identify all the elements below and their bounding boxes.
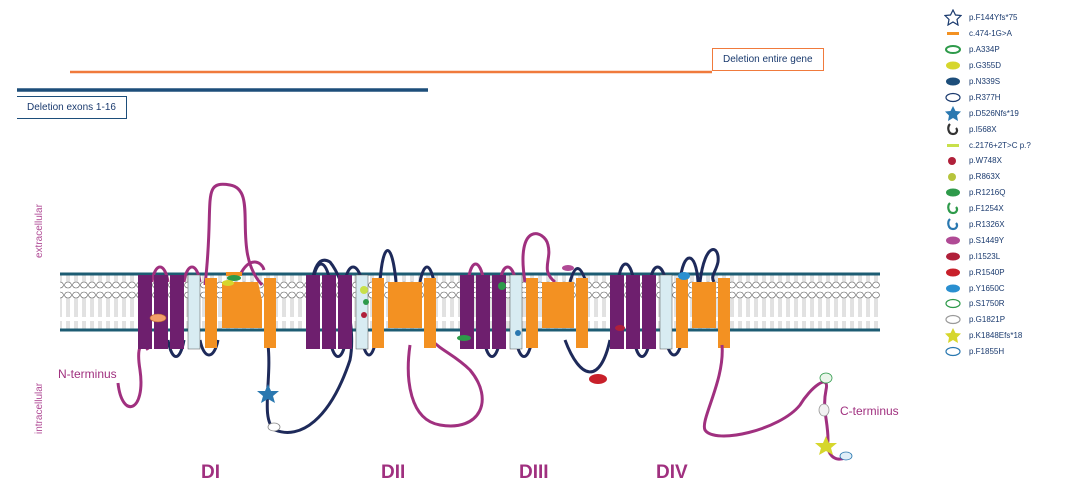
legend-item: p.G1821P <box>940 312 1080 328</box>
legend-item: p.D526Nfs*19 <box>940 105 1080 121</box>
legend-label: p.R1540P <box>969 268 1005 277</box>
legend-label: p.F1254X <box>969 204 1004 213</box>
legend-label: p.G355D <box>969 61 1001 70</box>
legend-label: p.F144Yfs*75 <box>969 13 1017 22</box>
legend-label: p.N339S <box>969 77 1000 86</box>
oval-marker-icon <box>940 249 966 264</box>
star-icon <box>940 106 966 121</box>
legend-label: p.I568X <box>969 125 997 134</box>
c-terminus-label: C-terminus <box>840 404 899 418</box>
star-icon <box>940 328 966 343</box>
oval-outline-icon <box>940 344 966 359</box>
legend-item: p.G355D <box>940 58 1080 74</box>
legend-label: p.R1216Q <box>969 188 1005 197</box>
legend-label: p.R1326X <box>969 220 1005 229</box>
legend-label: p.R377H <box>969 93 1001 102</box>
legend-item: p.N339S <box>940 74 1080 90</box>
legend-item: p.S1449Y <box>940 232 1080 248</box>
hook-marker-icon <box>940 201 966 216</box>
legend-label: p.Y1650C <box>969 284 1005 293</box>
oval-marker-icon <box>940 281 966 296</box>
legend-item: p.I568X <box>940 121 1080 137</box>
oval-marker-icon <box>940 185 966 200</box>
deletion-entire-gene-label: Deletion entire gene <box>712 48 824 71</box>
legend-item: p.R377H <box>940 89 1080 105</box>
n-terminus-label: N-terminus <box>58 367 117 381</box>
oval-marker-icon <box>940 74 966 89</box>
legend-item: p.F144Yfs*75 <box>940 10 1080 26</box>
domain-III-label: DIII <box>519 462 549 484</box>
legend-label: p.K1848Efs*18 <box>969 331 1022 340</box>
legend-label: p.A334P <box>969 45 1000 54</box>
domain-IV-label: DIV <box>656 462 688 484</box>
extracellular-label: extracellular <box>34 204 45 258</box>
oval-outline-icon <box>940 312 966 327</box>
legend-item: p.Y1650C <box>940 280 1080 296</box>
legend-item: p.R1216Q <box>940 185 1080 201</box>
oval-marker-icon <box>940 58 966 73</box>
legend-label: c.474-1G>A <box>969 29 1012 38</box>
legend-item: p.S1750R <box>940 296 1080 312</box>
legend-item: p.K1848Efs*18 <box>940 328 1080 344</box>
dot-marker-icon <box>940 169 966 184</box>
bar-marker-icon <box>940 26 966 41</box>
legend-label: c.2176+2T>C p.? <box>969 141 1031 150</box>
legend-item: p.A334P <box>940 42 1080 58</box>
mutation-legend: p.F144Yfs*75 c.474-1G>A p.A334P p.G355D p.N3… <box>940 10 1080 360</box>
legend-label: p.I1523L <box>969 252 1000 261</box>
legend-label: p.S1449Y <box>969 236 1004 245</box>
legend-label: p.W748X <box>969 156 1002 165</box>
legend-item: p.I1523L <box>940 248 1080 264</box>
legend-item: p.R863X <box>940 169 1080 185</box>
legend-label: p.R863X <box>969 172 1000 181</box>
oval-outline-icon <box>940 296 966 311</box>
domain-III <box>460 234 610 372</box>
legend-label: p.F1855H <box>969 347 1004 356</box>
pill-marker-icon <box>940 42 966 57</box>
domain-IV <box>610 250 730 357</box>
oval-outline-icon <box>940 90 966 105</box>
legend-label: p.G1821P <box>969 315 1005 324</box>
domain-II-label: DII <box>381 462 405 484</box>
n-terminus-tail <box>118 345 148 406</box>
hook-marker-icon <box>940 217 966 232</box>
intracellular-label: intracellular <box>34 383 45 434</box>
legend-label: p.D526Nfs*19 <box>969 109 1019 118</box>
bar-marker-icon <box>940 138 966 153</box>
legend-item: c.474-1G>A <box>940 26 1080 42</box>
domain-I-label: DI <box>201 462 220 484</box>
oval-marker-icon <box>940 265 966 280</box>
deletion-exons-label: Deletion exons 1-16 <box>17 96 127 119</box>
legend-item: p.F1855H <box>940 344 1080 360</box>
outline-star-icon <box>940 10 966 25</box>
legend-item: c.2176+2T>C p.? <box>940 137 1080 153</box>
hook-marker-icon <box>940 122 966 137</box>
dot-marker-icon <box>940 153 966 168</box>
oval-marker-icon <box>940 233 966 248</box>
legend-item: p.R1326X <box>940 217 1080 233</box>
legend-item: p.F1254X <box>940 201 1080 217</box>
legend-item: p.W748X <box>940 153 1080 169</box>
legend-label: p.S1750R <box>969 299 1005 308</box>
legend-item: p.R1540P <box>940 264 1080 280</box>
